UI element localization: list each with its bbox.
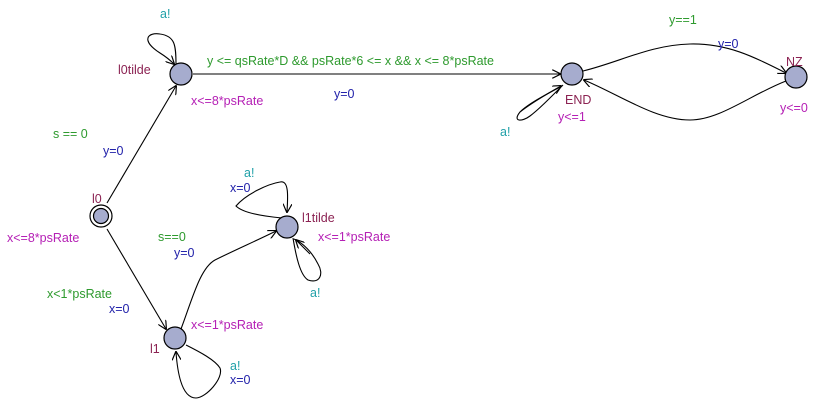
edge-l1-self-loop[interactable]	[176, 344, 222, 399]
edge-l0-to-l0tilde[interactable]	[106, 86, 176, 204]
edge-end-self-loop[interactable]	[516, 84, 564, 121]
location-name-l1tilde: l1tilde	[302, 211, 335, 225]
invariant-l0: x<=8*psRate	[7, 231, 79, 245]
location-name-end: END	[565, 93, 591, 107]
sync-l1tilde-self-top: a!	[244, 166, 254, 180]
edge-l1-to-l1tilde[interactable]	[180, 231, 276, 330]
edge-end-self-loop-arrow	[519, 86, 561, 113]
assign-l1tilde-self-top: x=0	[230, 181, 251, 195]
invariant-l1tilde: x<=1*psRate	[318, 230, 390, 244]
location-name-nz: NZ	[786, 55, 803, 69]
guard-l1-to-l1tilde: s==0	[158, 230, 186, 244]
location-name-l0: l0	[92, 192, 102, 206]
location-end[interactable]	[560, 62, 584, 86]
location-l1[interactable]	[163, 326, 187, 350]
edge-l1tilde-self-loop-bottom[interactable]	[292, 237, 322, 282]
location-l0-outer-ring	[89, 204, 113, 228]
invariant-end: y<=1	[558, 110, 586, 124]
sync-l1tilde-self-bottom: a!	[310, 286, 320, 300]
edge-nz-to-end[interactable]	[584, 80, 787, 121]
edge-end-to-nz[interactable]	[582, 43, 786, 73]
invariant-l0tilde: x<=8*psRate	[191, 94, 263, 108]
guard-l0tilde-to-end: y <= qsRate*D && psRate*6 <= x && x <= 8…	[207, 54, 494, 68]
edge-l1tilde-self-loop-top[interactable]	[235, 181, 288, 219]
assign-end-to-nz: y=0	[718, 37, 739, 51]
assign-l1-to-l1tilde: y=0	[174, 246, 195, 260]
guard-l0-to-l1: x<1*psRate	[47, 287, 112, 301]
sync-l1-self: a!	[230, 359, 240, 373]
invariant-nz: y<=0	[780, 101, 808, 115]
location-nz[interactable]	[784, 65, 808, 89]
location-l0[interactable]	[92, 207, 110, 225]
assign-l0tilde-to-end: y=0	[334, 87, 355, 101]
location-l0tilde[interactable]	[169, 62, 193, 86]
guard-l0-to-l0tilde: s == 0	[53, 127, 88, 141]
location-name-l1: l1	[150, 342, 160, 356]
location-name-l0tilde: l0tilde	[118, 63, 151, 77]
assign-l0-to-l0tilde: y=0	[103, 144, 124, 158]
guard-end-to-nz: y==1	[669, 13, 697, 27]
edge-l0-to-l1[interactable]	[106, 228, 166, 329]
location-l1tilde[interactable]	[275, 215, 299, 239]
edge-l0tilde-self-loop[interactable]	[147, 33, 177, 65]
sync-l0tilde-self: a!	[160, 7, 170, 21]
sync-end-self: a!	[500, 125, 510, 139]
assign-l1-self: x=0	[230, 373, 251, 387]
assign-l0-to-l1: x=0	[109, 302, 130, 316]
invariant-l1: x<=1*psRate	[191, 318, 263, 332]
edge-l1tilde-self-loop-bottom-arrow	[296, 240, 311, 255]
